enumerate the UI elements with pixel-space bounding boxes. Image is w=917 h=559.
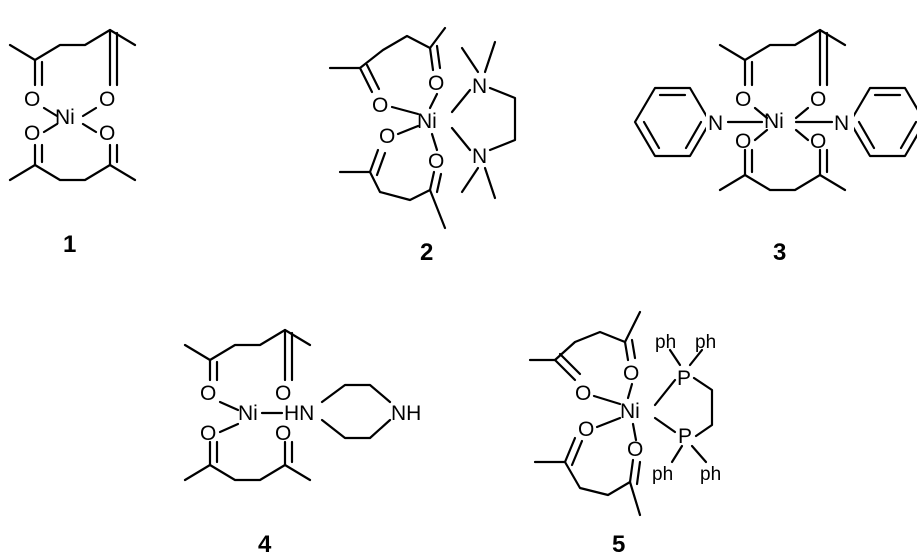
nitrogen-atom: N — [472, 145, 487, 168]
oxygen-atom: O — [578, 418, 594, 441]
compound-number-5: 5 — [612, 531, 625, 558]
piperazine-ring: HN NH — [284, 383, 421, 440]
oxygen-atom: O — [575, 382, 591, 405]
acac-ligand-lower — [533, 436, 642, 517]
pyridine-ring-left — [633, 86, 712, 158]
oxygen-atom: O — [379, 125, 395, 148]
acac-ligand-bottom — [718, 148, 847, 192]
oxygen-atom: O — [810, 88, 826, 111]
acac-ligand-bottom — [183, 440, 312, 482]
phosphorus-atom: P — [678, 425, 692, 448]
oxygen-atom: O — [99, 122, 115, 145]
phenyl-group: ph — [655, 332, 676, 353]
compound-number-1: 1 — [63, 231, 76, 258]
oxygen-atom: O — [428, 72, 444, 95]
phosphorus-atom: P — [677, 367, 691, 390]
oxygen-atom: O — [372, 94, 388, 117]
nitrogen-atom: N — [834, 112, 849, 135]
acac-ligand-upper — [528, 310, 642, 382]
compound-number-4: 4 — [258, 531, 272, 558]
nickel-atom: Ni — [55, 106, 75, 129]
nh-group: NH — [391, 402, 421, 425]
oxygen-atom: O — [623, 362, 639, 385]
oxygen-atom: O — [735, 130, 751, 153]
oxygen-atom: O — [428, 150, 444, 173]
nickel-atom: Ni — [238, 402, 258, 425]
compound-number-3: 3 — [773, 239, 786, 266]
compound-2: O O Ni O O N N 2 — [328, 26, 517, 266]
compound-1: O O O O Ni 1 — [8, 28, 137, 258]
nickel-atom: Ni — [764, 110, 784, 133]
oxygen-atom: O — [99, 88, 115, 111]
compound-5: O O Ni O O P P ph ph ph ph — [528, 310, 721, 558]
nitrogen-atom: N — [472, 75, 487, 98]
oxygen-atom: O — [24, 122, 40, 145]
acac-ligand-top — [8, 28, 137, 87]
phenyl-group: ph — [695, 332, 716, 353]
compound-4: O O O O Ni HN NH 4 — [183, 328, 421, 558]
acac-ligand-top — [718, 28, 847, 87]
nitrogen-atom: N — [708, 112, 723, 135]
phenyl-group: ph — [652, 464, 673, 485]
oxygen-atom: O — [200, 422, 216, 445]
compound-number-2: 2 — [420, 239, 433, 266]
oxygen-atom: O — [810, 130, 826, 153]
acac-ligand-bottom — [8, 143, 137, 182]
oxygen-atom: O — [627, 438, 643, 461]
oxygen-atom: O — [200, 382, 216, 405]
tmeda-ligand: N N — [450, 40, 517, 200]
nh-group: HN — [284, 402, 314, 425]
oxygen-atom: O — [275, 382, 291, 405]
oxygen-atom: O — [24, 88, 40, 111]
nickel-atom: Ni — [620, 400, 640, 423]
dppe-ligand: P P ph ph ph ph — [652, 332, 721, 485]
nickel-atom: Ni — [417, 110, 437, 133]
oxygen-atom: O — [735, 88, 751, 111]
acac-ligand-top — [183, 328, 312, 382]
pyridine-ring-right — [848, 86, 917, 158]
acac-ligand-lower — [338, 148, 447, 230]
oxygen-atom: O — [275, 422, 291, 445]
phenyl-group: ph — [700, 464, 721, 485]
compound-3: O O O O Ni N N 3 — [633, 28, 917, 266]
acac-ligand-upper — [328, 26, 447, 94]
